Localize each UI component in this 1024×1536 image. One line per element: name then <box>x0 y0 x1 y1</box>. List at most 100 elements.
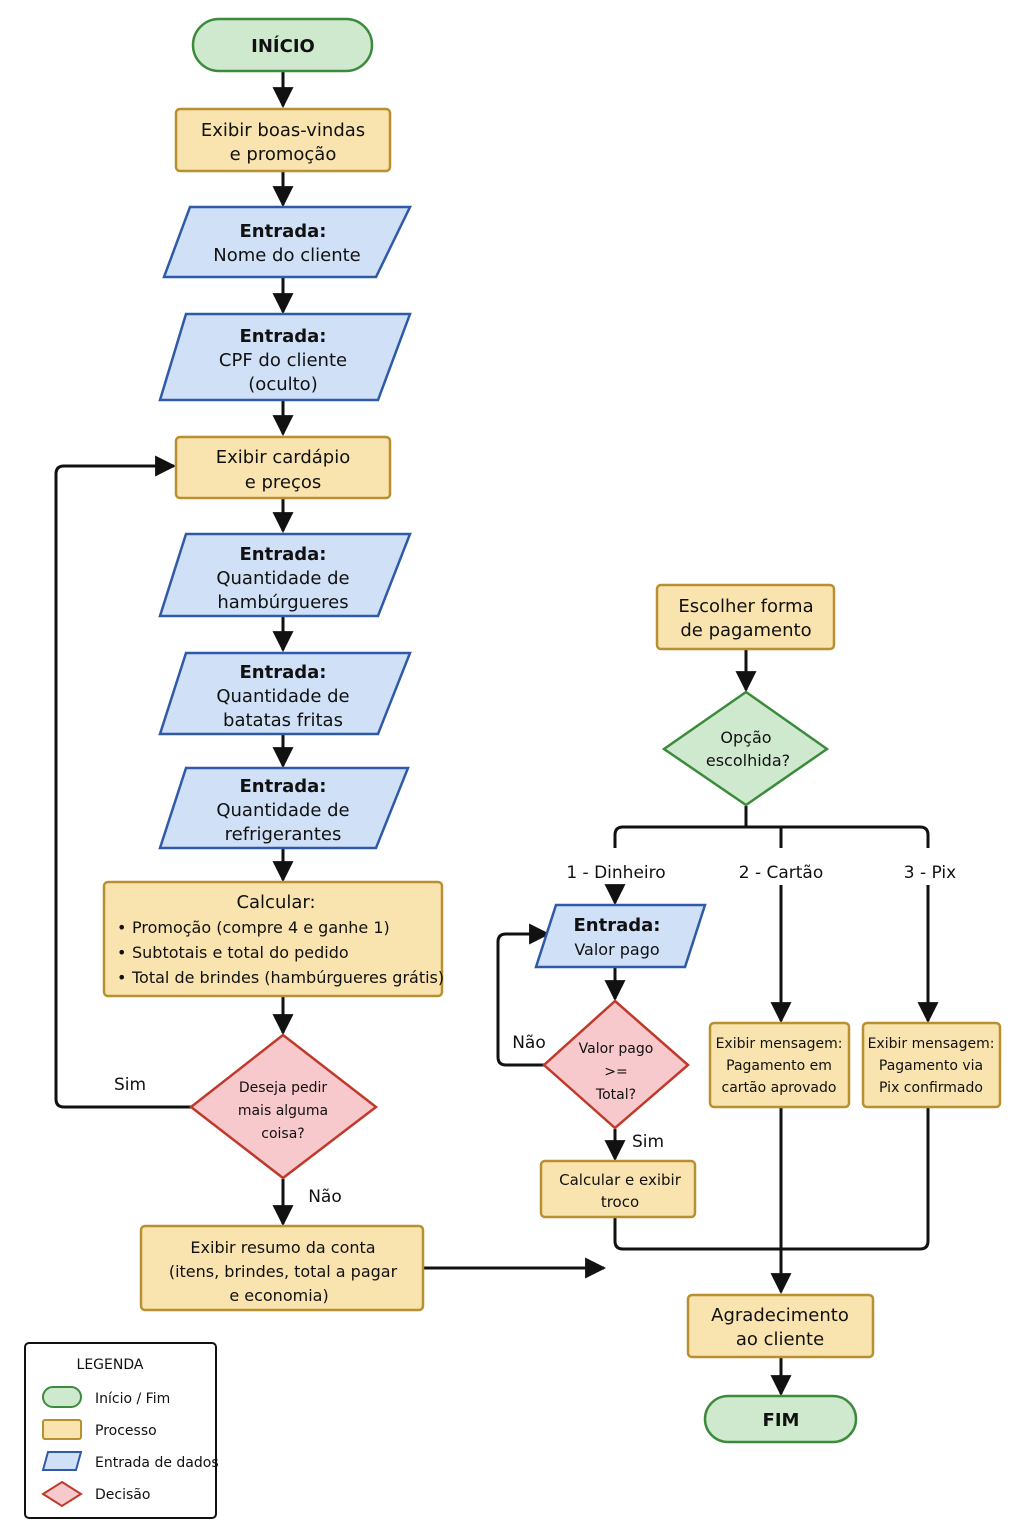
edge-label-pix: 3 - Pix <box>904 863 956 883</box>
node-input-paid: Entrada: Valor pago <box>534 903 707 969</box>
node-order-more: Deseja pedir mais alguma coisa? <box>188 1033 379 1180</box>
node-change-line-1: Calcular e exibir <box>559 1171 682 1189</box>
node-option-line-1: Opção <box>720 728 771 747</box>
legend-title: LEGENDA <box>77 1357 144 1373</box>
node-input-burgers-line-3: hambúrgueres <box>217 592 348 613</box>
node-card-msg-line-2: Pagamento em <box>726 1058 832 1074</box>
node-input-cpf-line-3: (oculto) <box>248 374 317 395</box>
edge-label-nao-paid: Não <box>512 1033 546 1053</box>
node-input-sodas-line-1: Entrada: <box>240 776 327 797</box>
edge-label-sim-loop: Sim <box>114 1075 146 1095</box>
node-paid-check-line-2: >= <box>604 1064 627 1080</box>
node-paid-check-line-3: Total? <box>595 1087 636 1103</box>
node-start-text: INÍCIO <box>251 35 315 57</box>
node-welcome-line-1: Exibir boas-vindas <box>201 120 365 141</box>
node-input-name-line-2: Nome do cliente <box>213 245 360 266</box>
input-shape <box>158 532 412 618</box>
node-summary-line-1: Exibir resumo da conta <box>190 1238 375 1257</box>
node-input-cpf-line-1: Entrada: <box>240 326 327 347</box>
node-calculate-bullet-3: Total de brindes (hambúrgueres grátis) <box>131 968 444 987</box>
process-shape <box>861 1021 1002 1109</box>
node-payment-choice: Escolher forma de pagamento <box>655 583 836 651</box>
node-paid-check: Valor pago >= Total? <box>542 999 690 1130</box>
bullet-icon: • <box>117 918 126 937</box>
node-order-more-line-2: mais alguma <box>238 1103 328 1119</box>
bullet-icon: • <box>117 943 126 962</box>
decision-shape <box>661 690 830 807</box>
legend-input-icon <box>41 1451 83 1471</box>
node-card-msg: Exibir mensagem: Pagamento em cartão apr… <box>708 1021 851 1109</box>
edge-option-branches <box>613 825 930 848</box>
node-input-burgers: Entrada: Quantidade de hambúrgueres <box>158 532 412 618</box>
node-thanks-line-1: Agradecimento <box>711 1305 849 1326</box>
node-input-sodas: Entrada: Quantidade de refrigerantes <box>158 766 410 850</box>
legend-input-label: Entrada de dados <box>95 1455 219 1471</box>
node-input-fries-line-1: Entrada: <box>240 662 327 683</box>
node-card-msg-line-3: cartão aprovado <box>722 1080 837 1096</box>
node-input-sodas-line-3: refrigerantes <box>225 824 342 845</box>
edge-loop-back-to-menu <box>54 455 191 1109</box>
node-option: Opção escolhida? <box>661 690 830 807</box>
process-shape <box>539 1159 697 1219</box>
node-calculate-bullet-2: Subtotais e total do pedido <box>132 943 349 962</box>
node-thanks-line-2: ao cliente <box>736 1329 824 1350</box>
process-shape <box>139 1224 425 1312</box>
node-order-more-line-1: Deseja pedir <box>239 1080 327 1096</box>
node-input-name: Entrada: Nome do cliente <box>162 205 412 279</box>
node-option-line-2: escolhida? <box>706 751 790 770</box>
edge-paid-loop-back <box>496 923 551 1067</box>
legend-process-label: Processo <box>95 1423 157 1439</box>
process-shape <box>708 1021 851 1109</box>
node-welcome-line-2: e promoção <box>230 144 337 165</box>
input-shape <box>158 312 412 402</box>
node-input-burgers-line-2: Quantidade de <box>216 568 349 589</box>
node-summary-line-3: e economia) <box>229 1286 328 1305</box>
node-calculate-title: Calcular: <box>236 892 315 913</box>
node-input-cpf-line-2: CPF do cliente <box>219 350 347 371</box>
node-input-paid-line-1: Entrada: <box>574 915 661 936</box>
edge-label-sim-paid: Sim <box>632 1132 664 1152</box>
node-menu-line-1: Exibir cardápio <box>216 447 350 468</box>
node-calculate-bullet-1: Promoção (compre 4 e ganhe 1) <box>132 918 390 937</box>
node-input-fries-line-3: batatas fritas <box>223 710 343 731</box>
edge-label-cash: 1 - Dinheiro <box>566 863 665 883</box>
edge-label-nao-order: Não <box>308 1187 342 1207</box>
edge-label-card: 2 - Cartão <box>739 863 824 883</box>
node-input-name-line-1: Entrada: <box>240 221 327 242</box>
node-input-cpf: Entrada: CPF do cliente (oculto) <box>158 312 412 402</box>
node-calculate: Calcular: • Promoção (compre 4 e ganhe 1… <box>102 880 444 998</box>
edge-change-join <box>613 1108 930 1251</box>
node-end-text: FIM <box>763 1410 800 1431</box>
process-shape <box>686 1293 875 1359</box>
input-shape <box>534 903 707 969</box>
process-shape <box>102 880 444 998</box>
node-pix-msg: Exibir mensagem: Pagamento via Pix confi… <box>861 1021 1002 1109</box>
node-thanks: Agradecimento ao cliente <box>686 1293 875 1359</box>
legend-terminal-label: Início / Fim <box>95 1391 170 1407</box>
node-summary-line-2: (itens, brindes, total a pagar <box>169 1262 398 1281</box>
input-shape <box>158 766 410 850</box>
node-input-paid-line-2: Valor pago <box>574 940 659 959</box>
decision-shape <box>542 999 690 1130</box>
node-paid-check-line-1: Valor pago <box>579 1041 654 1057</box>
terminal-shape <box>191 17 374 73</box>
node-summary: Exibir resumo da conta (itens, brindes, … <box>139 1224 425 1312</box>
node-welcome: Exibir boas-vindas e promoção <box>174 107 392 173</box>
node-end: FIM <box>703 1394 858 1444</box>
legend-process-icon <box>42 1419 82 1440</box>
process-shape <box>174 107 392 173</box>
node-menu: Exibir cardápio e preços <box>174 435 392 500</box>
node-start: INÍCIO <box>191 17 374 73</box>
node-menu-line-2: e preços <box>245 472 322 493</box>
node-input-fries-line-2: Quantidade de <box>216 686 349 707</box>
connectors <box>54 70 939 1397</box>
bullet-icon: • <box>117 968 126 987</box>
node-payment-choice-line-1: Escolher forma <box>678 596 813 617</box>
decision-shape <box>188 1033 379 1180</box>
node-order-more-line-3: coisa? <box>261 1126 304 1142</box>
node-pix-msg-line-1: Exibir mensagem: <box>868 1036 995 1052</box>
input-shape <box>162 205 412 279</box>
legend: LEGENDA Início / Fim Processo Entrada de… <box>24 1342 219 1519</box>
terminal-shape <box>703 1394 858 1444</box>
